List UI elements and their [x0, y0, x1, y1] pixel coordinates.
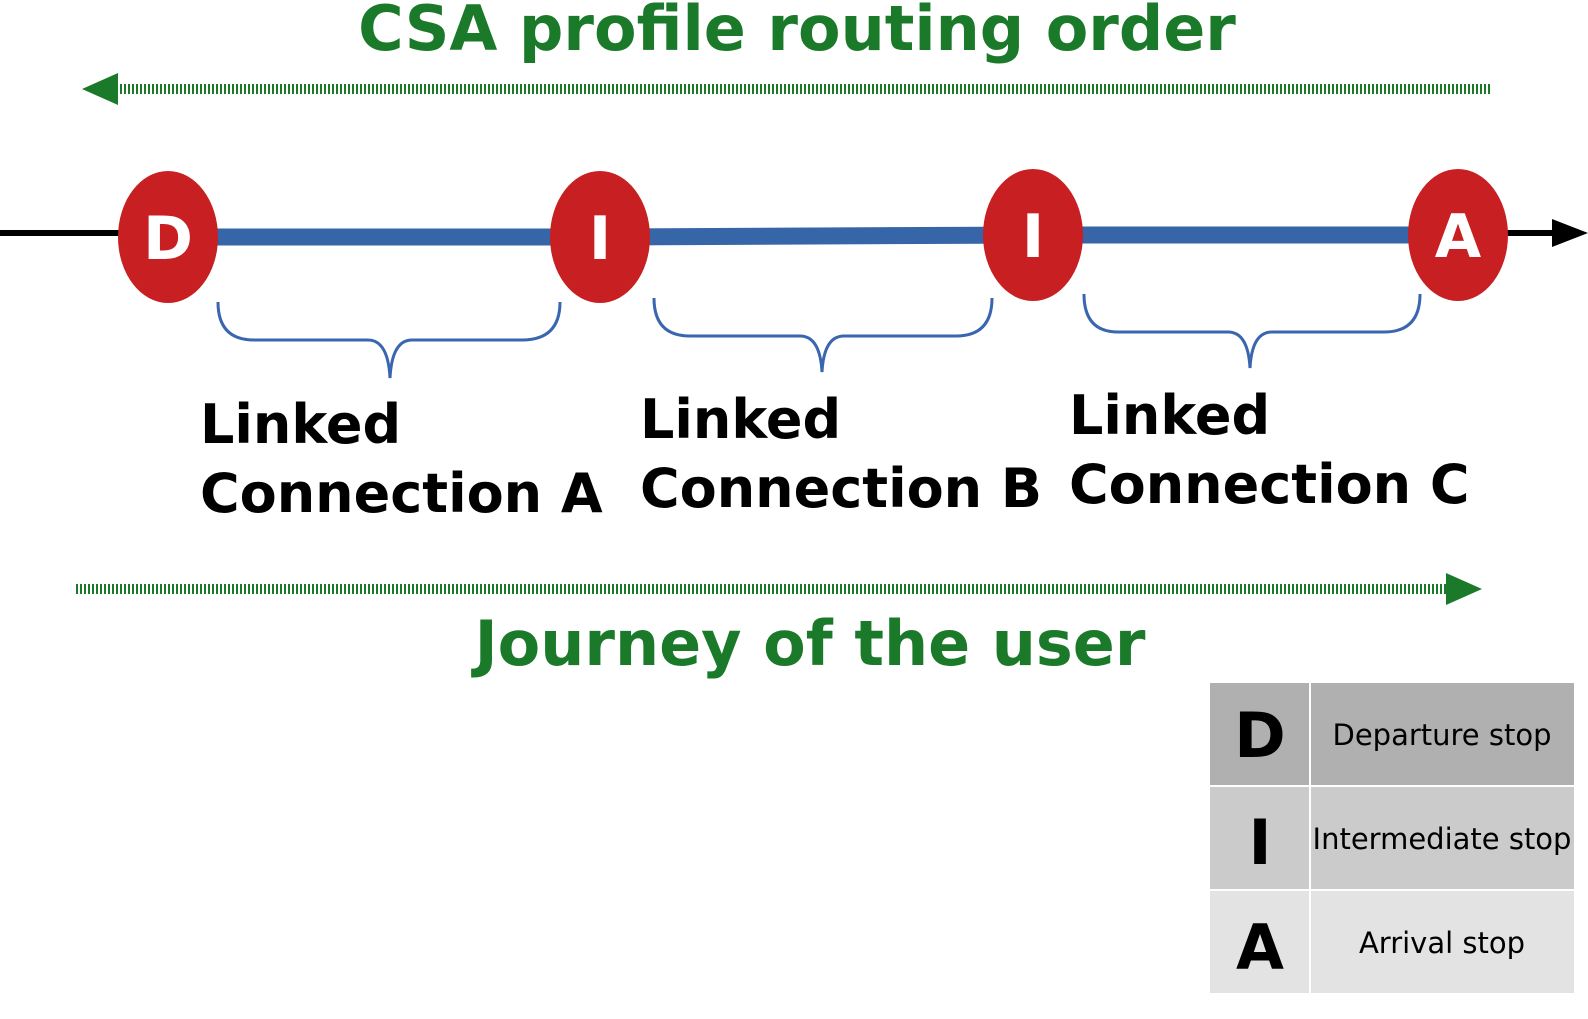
- brace-connection-c: [1082, 293, 1422, 369]
- legend-desc-arrival: Arrival stop: [1359, 926, 1525, 960]
- journey-title: Journey of the user: [471, 607, 1146, 680]
- legend-key-departure: D: [1234, 699, 1285, 772]
- stop-intermediate-1-letter: I: [589, 204, 611, 274]
- connection-b-line2: Connection B: [640, 457, 1042, 520]
- brace-connection-b: [652, 297, 994, 373]
- stop-departure: D: [118, 171, 218, 303]
- stop-intermediate-2-letter: I: [1022, 202, 1044, 272]
- route-segments: [168, 226, 1460, 246]
- connection-a-label: Linked Connection A: [200, 393, 603, 525]
- legend-row-arrival: A Arrival stop: [1210, 891, 1574, 993]
- legend-row-intermediate: I Intermediate stop: [1210, 787, 1574, 889]
- route-segment-b: [599, 226, 1034, 246]
- connection-b-line1: Linked: [640, 388, 841, 451]
- legend-desc-intermediate: Intermediate stop: [1313, 822, 1572, 856]
- stop-intermediate-2: I: [983, 169, 1083, 301]
- connection-c-line1: Linked: [1069, 384, 1270, 447]
- legend-desc-departure: Departure stop: [1332, 718, 1551, 752]
- legend-row-departure: D Departure stop: [1210, 683, 1574, 785]
- connection-b-label: Linked Connection B: [640, 388, 1042, 520]
- brace-connection-a: [216, 301, 562, 379]
- connection-a-line2: Connection A: [200, 462, 603, 525]
- stop-departure-letter: D: [143, 204, 193, 274]
- stop-arrival: A: [1408, 169, 1508, 301]
- connection-a-line1: Linked: [200, 393, 401, 456]
- legend-table: D Departure stop I Intermediate stop A A…: [1210, 683, 1574, 993]
- routing-order-arrow: [82, 73, 1490, 105]
- journey-arrow: [76, 573, 1482, 605]
- legend-key-intermediate: I: [1248, 806, 1271, 879]
- connection-c-line2: Connection C: [1069, 453, 1470, 516]
- stop-arrival-letter: A: [1435, 202, 1482, 272]
- connection-c-label: Linked Connection C: [1069, 384, 1470, 516]
- legend-key-arrival: A: [1236, 911, 1284, 984]
- stop-intermediate-1: I: [550, 171, 650, 303]
- routing-order-title: CSA profile routing order: [358, 0, 1236, 65]
